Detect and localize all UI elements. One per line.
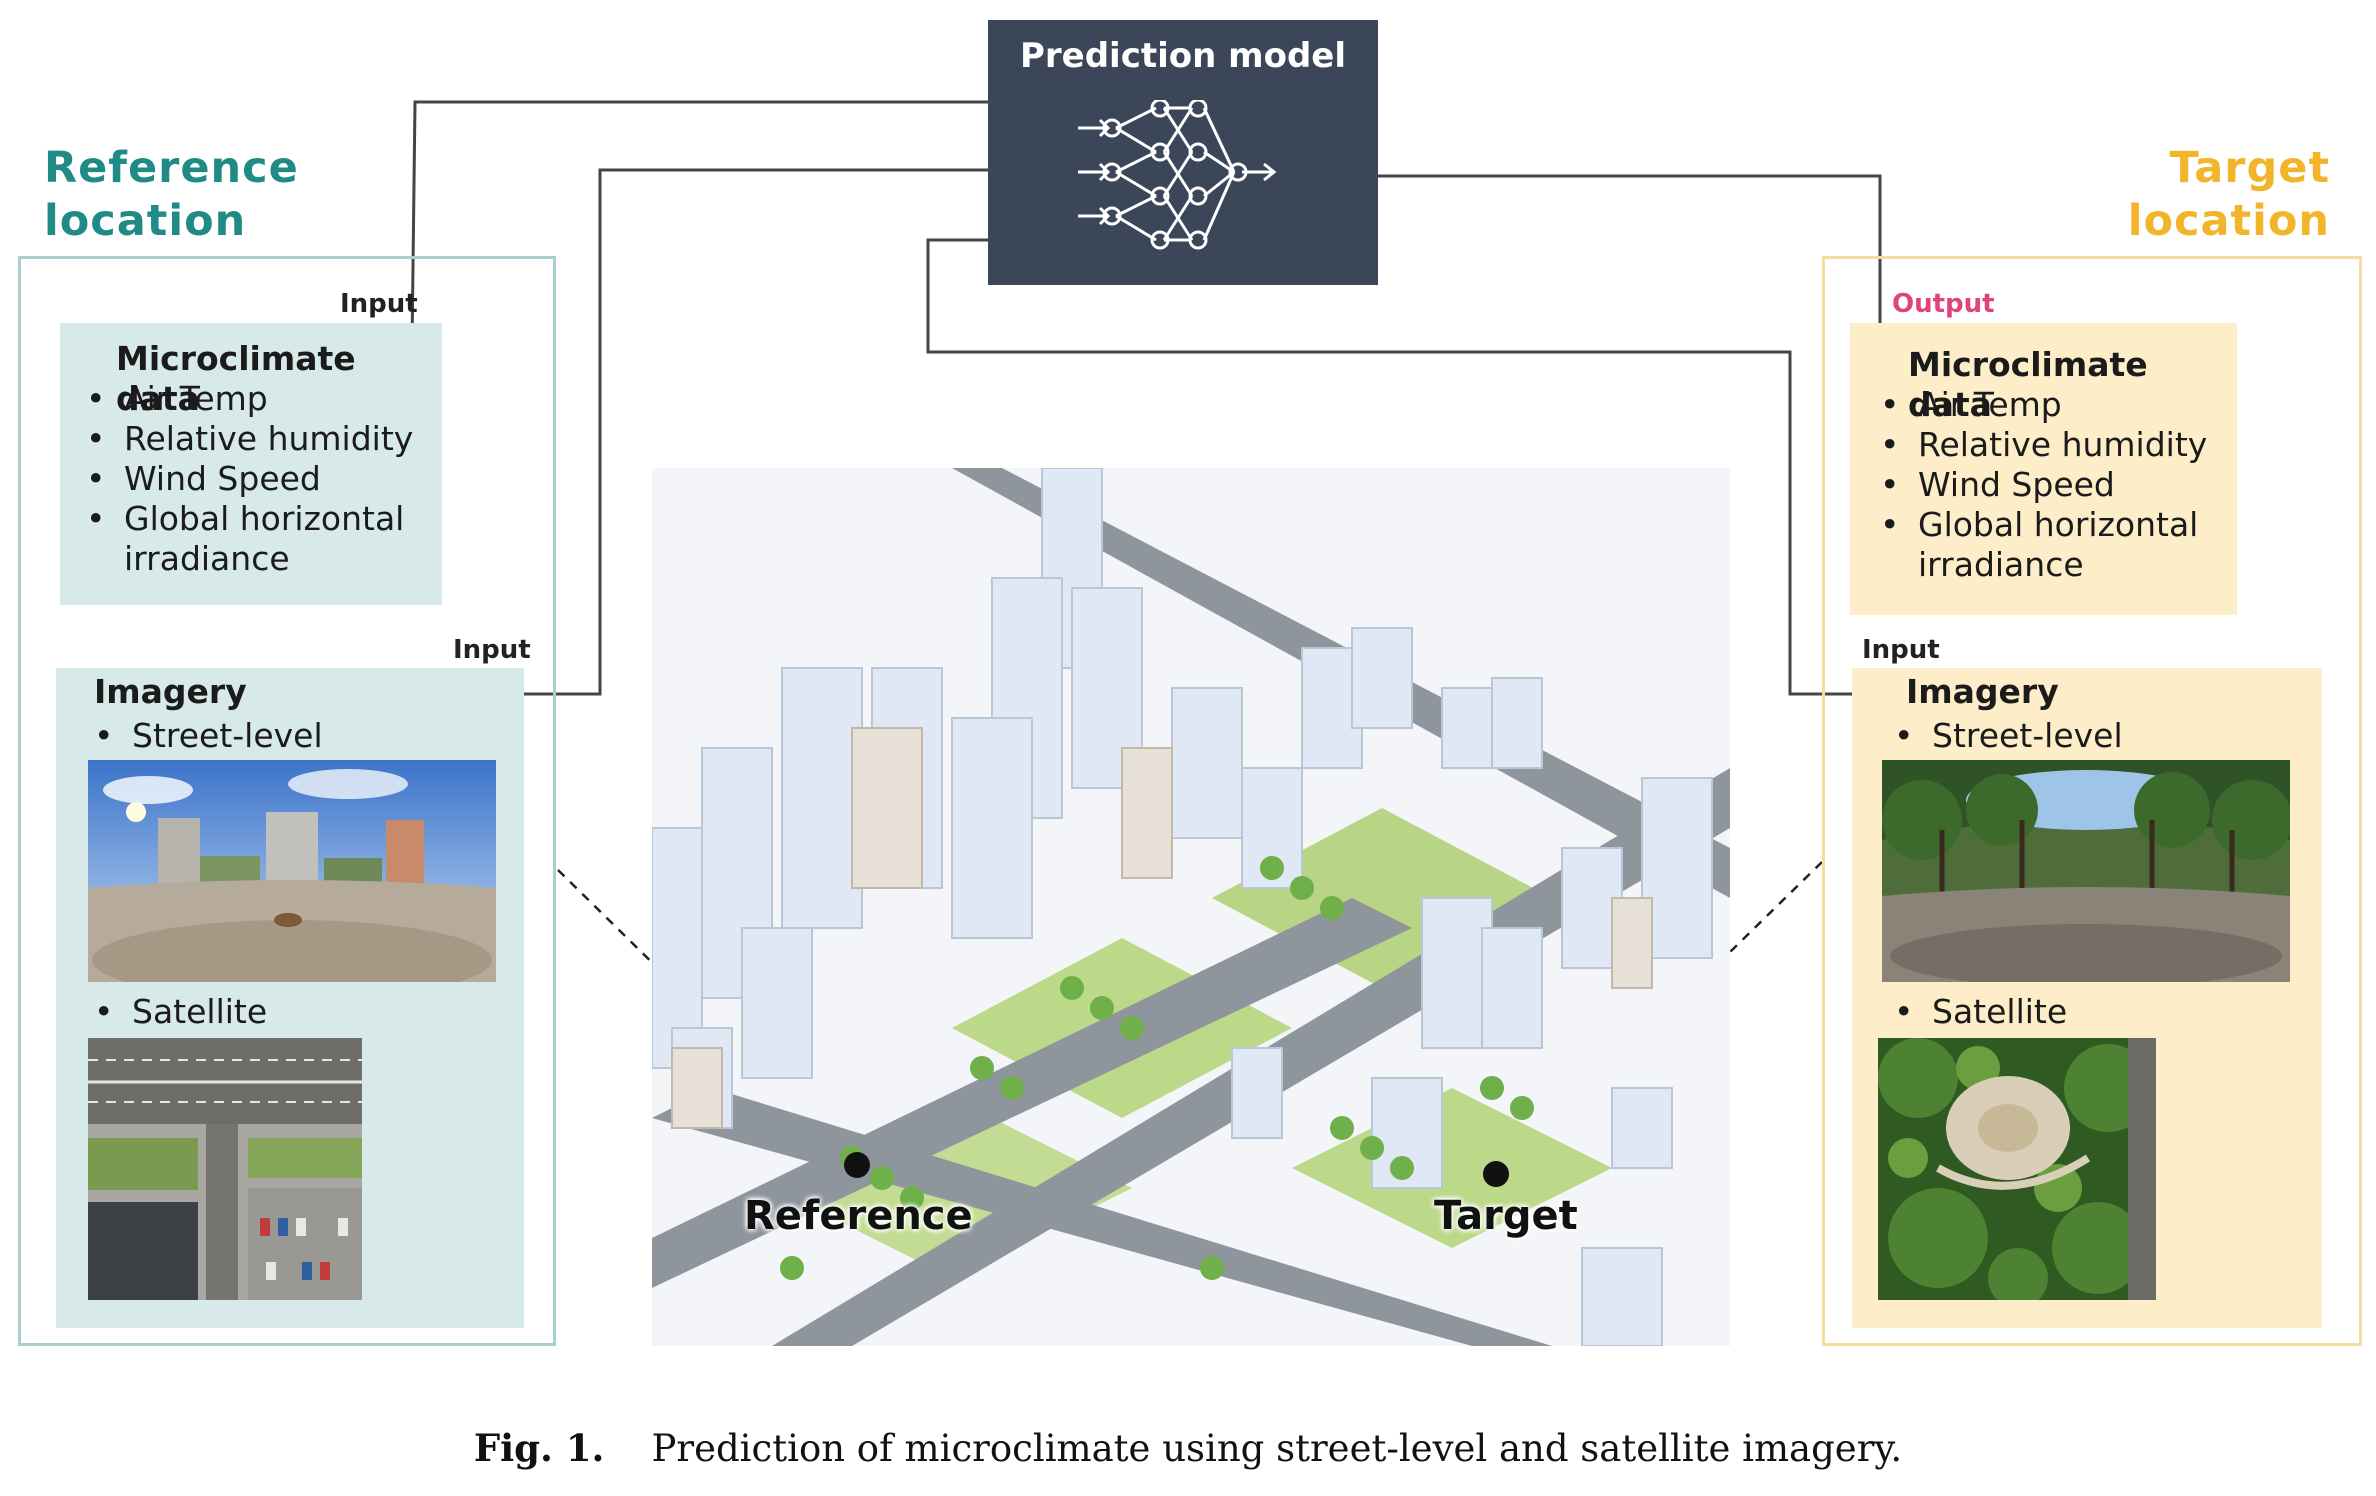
ref-clim-item: Relative humidity bbox=[78, 419, 413, 459]
ref-microclimate-panel: Microclimate data Air Temp Relative humi… bbox=[60, 323, 442, 605]
tgt-clim-item-cont: irradiance bbox=[1918, 545, 2084, 584]
tgt-clim-item: Relative humidity bbox=[1872, 425, 2207, 465]
ref-img-connector bbox=[498, 152, 1044, 696]
figure-caption: Fig. 1. Prediction of microclimate using… bbox=[0, 1425, 2376, 1472]
model-output-connector bbox=[1348, 174, 1898, 366]
ref-img-title: Imagery bbox=[94, 672, 247, 711]
tgt-img-input-tag: Input bbox=[1862, 635, 1940, 665]
ref-street-label: Street-level bbox=[86, 716, 323, 756]
target-location-box bbox=[1822, 256, 2362, 1346]
tgt-clim-output-tag: Output bbox=[1892, 289, 1995, 319]
ref-imagery-panel: Imagery Street-level Satellite bbox=[56, 668, 524, 1328]
prediction-model-title: Prediction model bbox=[1019, 36, 1347, 76]
ref-clim-item-cont: irradiance bbox=[124, 539, 290, 578]
tgt-microclimate-panel: Microclimate data Air Temp Relative humi… bbox=[1850, 323, 2237, 615]
tgt-clim-item: Global horizontal bbox=[1872, 505, 2207, 545]
tgt-satellite-image bbox=[1878, 1038, 2156, 1300]
tgt-clim-item: Air Temp bbox=[1872, 385, 2207, 425]
tgt-satellite-label: Satellite bbox=[1886, 992, 2067, 1032]
neural-network-icon bbox=[1078, 100, 1277, 250]
reference-location-heading: Reference location bbox=[44, 143, 299, 246]
city-illustration: Reference Target bbox=[651, 467, 1730, 1347]
ref-satellite-image bbox=[88, 1038, 362, 1300]
ref-clim-list: Air Temp Relative humidity Wind Speed Gl… bbox=[78, 379, 413, 539]
tgt-clim-item: Wind Speed bbox=[1872, 465, 2207, 505]
figure-number: Fig. 1. bbox=[473, 1426, 605, 1470]
figure-caption-text: Prediction of microclimate using street-… bbox=[651, 1427, 1903, 1470]
map-reference-label: Reference bbox=[744, 1193, 973, 1239]
ref-street-panorama-image bbox=[88, 760, 496, 982]
tgt-img-connector bbox=[926, 222, 1878, 696]
reference-location-box bbox=[18, 256, 556, 1346]
target-location-heading: Target location bbox=[2127, 143, 2330, 246]
tgt-street-panorama-image bbox=[1882, 760, 2290, 982]
ref-clim-item: Global horizontal bbox=[78, 499, 413, 539]
ref-clim-item: Air Temp bbox=[78, 379, 413, 419]
tgt-imagery-panel: Imagery Street-level Satellite bbox=[1852, 668, 2322, 1328]
ref-clim-input-tag: Input bbox=[340, 289, 418, 319]
ref-clim-connector bbox=[410, 84, 1044, 349]
tgt-street-label: Street-level bbox=[1886, 716, 2123, 756]
ref-clim-item: Wind Speed bbox=[78, 459, 413, 499]
prediction-model-box: Prediction model bbox=[988, 20, 1378, 285]
map-target-label: Target bbox=[1434, 1193, 1578, 1239]
tgt-clim-list: Air Temp Relative humidity Wind Speed Gl… bbox=[1872, 385, 2207, 545]
ref-img-input-tag: Input bbox=[453, 635, 531, 665]
ref-satellite-label: Satellite bbox=[86, 992, 267, 1032]
tgt-img-title: Imagery bbox=[1906, 672, 2059, 711]
